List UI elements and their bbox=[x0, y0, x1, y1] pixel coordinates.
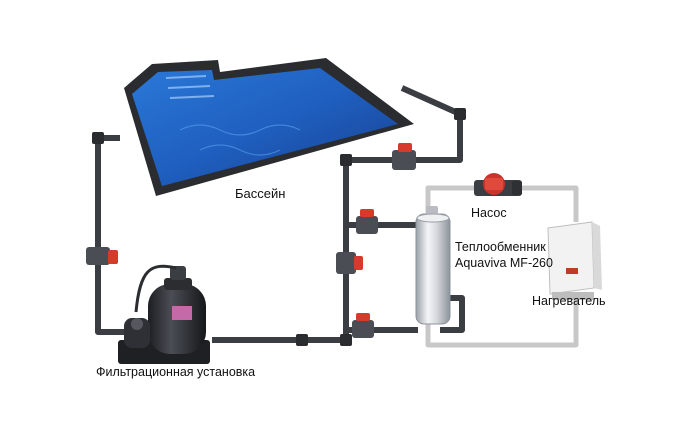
sand-filter-icon bbox=[118, 264, 210, 364]
boiler-icon bbox=[547, 221, 602, 300]
pipe-return-to-pool bbox=[390, 85, 463, 163]
pipe-exchanger-out bbox=[440, 295, 465, 333]
valve-exchanger-outlet[interactable] bbox=[352, 313, 374, 338]
pipe-pool-to-filter bbox=[95, 135, 134, 335]
valve-bypass[interactable] bbox=[336, 252, 363, 274]
pipe-pump-to-heater bbox=[520, 185, 579, 222]
heater-label: Нагреватель bbox=[532, 294, 606, 308]
exchanger-label-line1: Теплообменник bbox=[455, 240, 546, 254]
pipe-elbows bbox=[92, 108, 466, 346]
filter-label: Фильтрационная установка bbox=[96, 365, 256, 379]
pool-label: Бассейн bbox=[235, 186, 286, 201]
heat-exchanger-icon bbox=[415, 206, 451, 325]
circulation-pump-icon bbox=[474, 173, 522, 196]
valve-filter-line[interactable] bbox=[86, 247, 118, 265]
pool-steps bbox=[165, 75, 215, 99]
exchanger-label-line2: Aquaviva MF-260 bbox=[455, 256, 553, 270]
pump-label: Насос bbox=[471, 206, 507, 220]
valve-exchanger-inlet[interactable] bbox=[356, 209, 378, 234]
valve-return-line[interactable] bbox=[392, 143, 416, 170]
pipe-heater-return bbox=[425, 300, 579, 348]
pool-caustics bbox=[179, 124, 301, 156]
pool bbox=[124, 58, 414, 196]
